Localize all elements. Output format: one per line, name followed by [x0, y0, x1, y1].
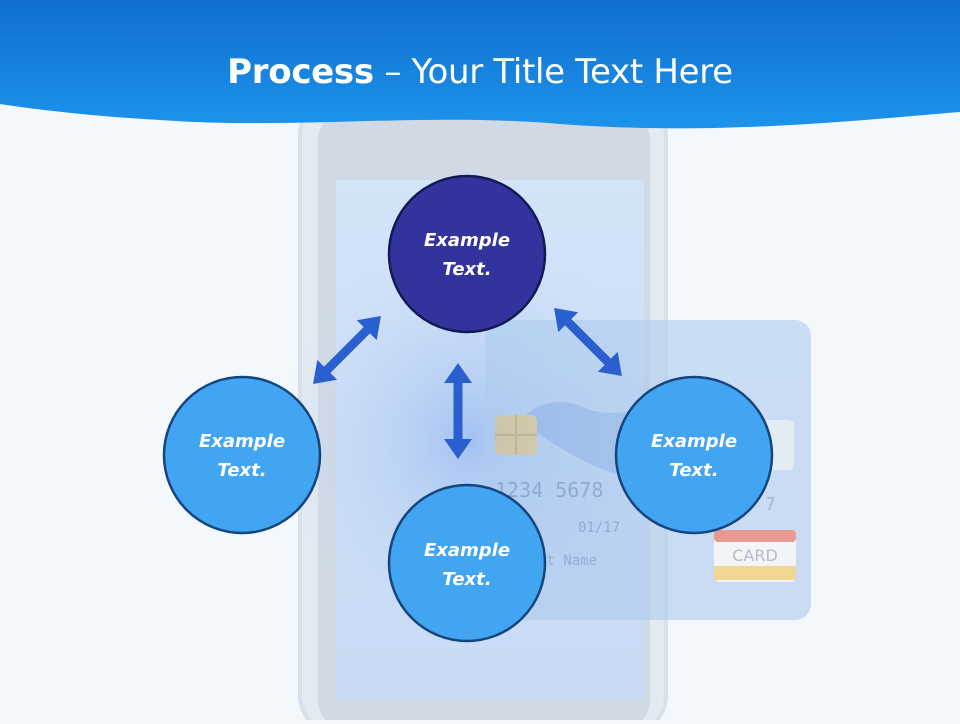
card-number: 1234 5678	[495, 478, 603, 502]
header-band	[0, 0, 960, 129]
card-name: st Name	[538, 553, 597, 569]
node-label-line1: Example	[199, 431, 285, 452]
node-label-line2: Text.	[442, 259, 491, 280]
process-node-left: Example Text.	[162, 375, 322, 535]
node-label-line1: Example	[424, 230, 510, 251]
card-brand-logo: CARD	[714, 530, 796, 582]
title-rest: Your Title Text Here	[411, 52, 734, 92]
arrow-top-left	[313, 316, 381, 384]
card-date: 01/17	[578, 520, 620, 536]
node-label-line2: Text.	[217, 460, 266, 481]
arrow-top-right	[554, 308, 622, 376]
title-bold: Process	[227, 52, 374, 92]
process-node-right: Example Text.	[614, 375, 774, 535]
arrow-vertical	[444, 363, 472, 459]
node-label-line2: Text.	[442, 569, 491, 590]
title-dash: –	[373, 52, 412, 92]
svg-text:7: 7	[765, 494, 776, 515]
node-label-line2: Text.	[669, 460, 718, 481]
node-label-line1: Example	[424, 540, 510, 561]
slide-title: Process – Your Title Text Here	[0, 52, 960, 92]
process-node-top: Example Text.	[387, 174, 547, 334]
card-brand: CARD	[732, 546, 778, 565]
process-node-bottom: Example Text.	[387, 483, 547, 643]
node-label-line1: Example	[651, 431, 737, 452]
